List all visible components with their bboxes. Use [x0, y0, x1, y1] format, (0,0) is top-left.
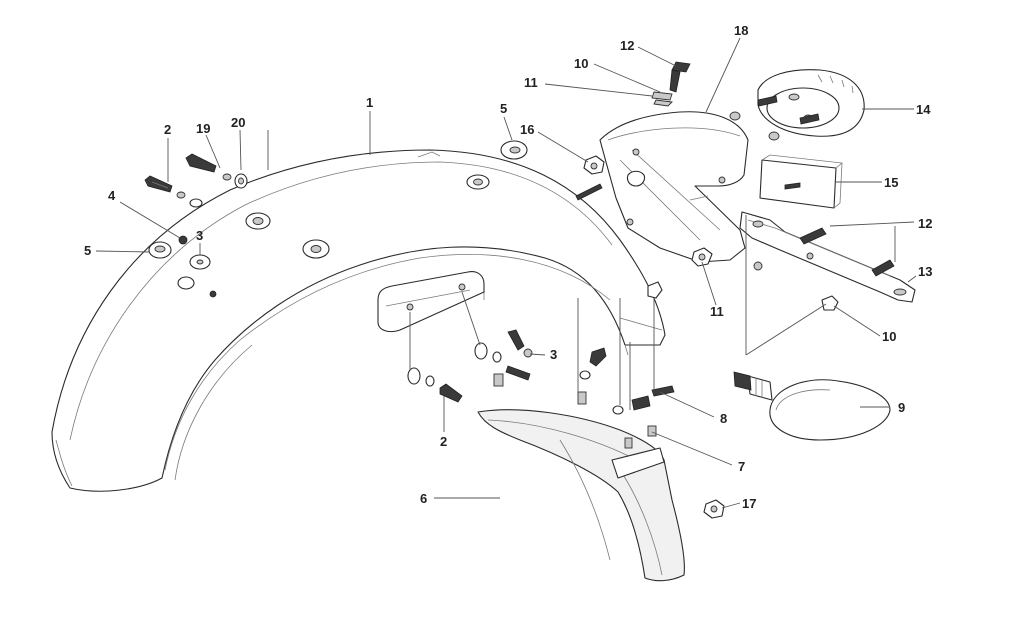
callout-12-right: 12	[918, 216, 932, 231]
callout-2-top: 2	[164, 122, 171, 137]
callout-17: 17	[742, 496, 756, 511]
callout-10-top: 10	[574, 56, 588, 71]
callout-11-bottom: 11	[710, 304, 724, 319]
leader-lines	[95, 37, 917, 509]
callout-20: 20	[231, 115, 245, 130]
callout-3-left: 3	[196, 228, 203, 243]
callout-labels: 1 2 19 20 4 3 5 5 16 11 10 12 18 14 15 1…	[84, 23, 932, 511]
callout-9: 9	[898, 400, 905, 415]
callout-3-bottom: 3	[550, 347, 557, 362]
tail-light-bracket	[599, 111, 749, 263]
callout-5-left: 5	[84, 243, 91, 258]
callout-7: 7	[738, 459, 745, 474]
lower-fender-flap	[477, 391, 685, 582]
callout-11-top: 11	[524, 75, 538, 90]
reflector-plate	[759, 154, 843, 209]
turn-indicator	[733, 371, 891, 441]
tail-light	[757, 69, 865, 137]
callout-13: 13	[918, 264, 932, 279]
callout-4: 4	[108, 188, 116, 203]
callout-16: 16	[520, 122, 534, 137]
callout-6: 6	[420, 491, 427, 506]
callout-18: 18	[734, 23, 748, 38]
callout-2-bottom: 2	[440, 434, 447, 449]
callout-5-top: 5	[500, 101, 507, 116]
rear-fender	[51, 149, 666, 492]
callout-10-bottom: 10	[882, 329, 896, 344]
callout-15: 15	[884, 175, 898, 190]
callout-19: 19	[196, 121, 210, 136]
callout-14: 14	[916, 102, 931, 117]
callout-12-top: 12	[620, 38, 634, 53]
licence-plate-bracket	[739, 211, 916, 303]
callout-8: 8	[720, 411, 727, 426]
callout-1: 1	[366, 95, 373, 110]
